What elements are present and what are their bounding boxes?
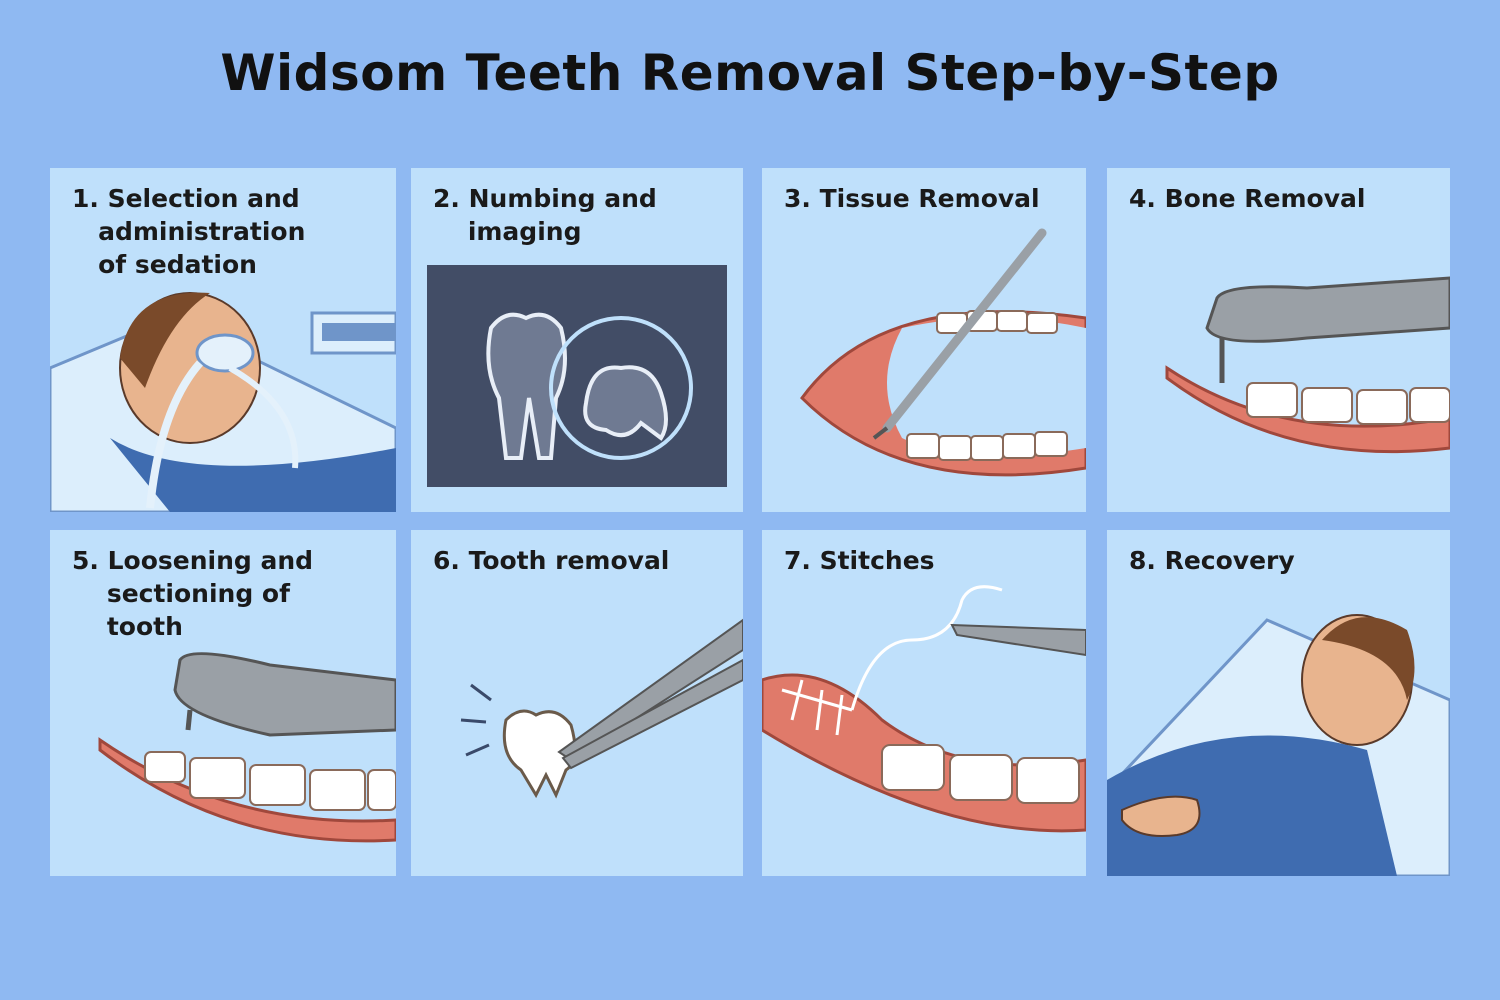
step-panel-8: 8. Recovery — [1107, 530, 1450, 876]
scalpel-mouth-icon — [800, 228, 1086, 477]
step-label: 3. Tissue Removal — [784, 184, 1040, 213]
step-label: 4. Bone Removal — [1129, 184, 1366, 213]
step-label: 2. Numbing and imaging — [433, 184, 657, 246]
step-panel-6: 6. Tooth removal — [411, 530, 743, 876]
step-label: 5. Loosening and sectioning of tooth — [72, 546, 314, 641]
step-panel-1: 1. Selection and administration of sedat… — [50, 168, 396, 512]
step-label: 7. Stitches — [784, 546, 935, 575]
step-label: 1. Selection and administration of sedat… — [72, 184, 306, 279]
needle-stitches-icon — [762, 585, 1086, 833]
xray-tooth-icon — [427, 265, 727, 487]
step-panel-4: 4. Bone Removal — [1107, 168, 1450, 512]
step-panel-7: 7. Stitches — [762, 530, 1086, 876]
step-label: 8. Recovery — [1129, 546, 1295, 575]
patient-recovery-icon — [1107, 614, 1450, 876]
drill-mouth-icon — [1165, 276, 1450, 454]
step-panel-3: 3. Tissue Removal — [762, 168, 1086, 512]
forceps-tooth-icon — [460, 618, 743, 799]
page-title: Widsom Teeth Removal Step-by-Step — [220, 44, 1280, 102]
step-label: 6. Tooth removal — [433, 546, 670, 575]
drill-tooth-icon — [98, 652, 396, 843]
step-panel-2: 2. Numbing and imaging — [411, 168, 743, 512]
patient-sedation-icon — [50, 292, 396, 512]
step-panel-5: 5. Loosening and sectioning of tooth — [50, 530, 396, 876]
